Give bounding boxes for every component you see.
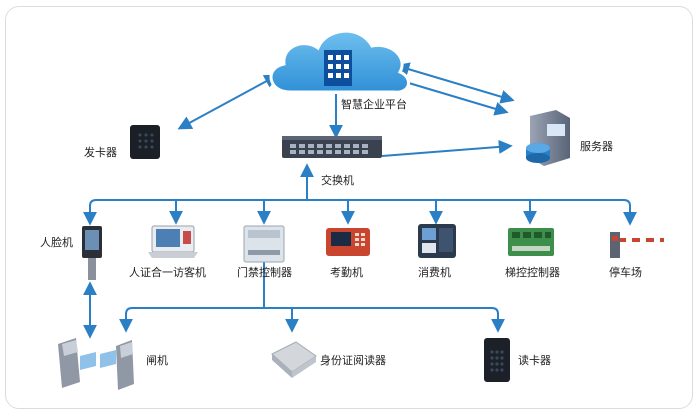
peripheral-gate: 闸机 (58, 338, 168, 390)
switch: 交换机 (282, 136, 382, 187)
device-visitor-label: 人证合一访客机 (129, 265, 206, 279)
peripheral-card-reader-label: 读卡器 (518, 353, 551, 367)
device-pos-label: 消费机 (418, 265, 451, 279)
device-visitor: 人证合一访客机 (129, 225, 206, 279)
connections (83, 62, 637, 339)
device-elevator-label: 梯控控制器 (505, 265, 560, 279)
link-cloud-server-a (395, 62, 515, 104)
device-parking: 停车场 (609, 232, 664, 279)
cloud-platform: 智慧企业平台 (269, 29, 410, 111)
id-reader-icon (271, 341, 317, 373)
link-cloud-server-b (389, 74, 509, 116)
peripheral-card-reader: 读卡器 (484, 338, 551, 382)
building-icon (324, 50, 352, 86)
peripheral-bus (119, 307, 505, 333)
device-elevator: 梯控控制器 (505, 228, 560, 279)
peripheral-gate-label: 闸机 (146, 353, 168, 367)
link-switch-server (381, 139, 513, 157)
device-parking-label: 停车场 (609, 265, 642, 279)
peripheral-id-reader-label: 身份证阅读器 (320, 353, 386, 367)
card-issuer-label: 发卡器 (84, 145, 117, 159)
device-face-label: 人脸机 (40, 235, 73, 249)
peripheral-id-reader: 身份证阅读器 (271, 341, 386, 378)
card-reader-icon (484, 338, 510, 382)
card-issuer: 发卡器 (84, 125, 160, 159)
device-bus (83, 199, 637, 226)
device-attendance: 考勤机 (326, 228, 370, 279)
link-cloud-card-issuer (177, 74, 279, 130)
device-pos: 消费机 (418, 224, 456, 279)
device-face: 人脸机 (40, 226, 102, 280)
parking-barrier-icon (610, 232, 620, 258)
platform-label: 智慧企业平台 (341, 97, 407, 111)
device-access-label: 门禁控制器 (237, 265, 292, 279)
server: 服务器 (526, 110, 613, 166)
device-access: 门禁控制器 (237, 225, 292, 279)
switch-label: 交换机 (321, 173, 354, 187)
server-label: 服务器 (580, 140, 613, 153)
device-attendance-label: 考勤机 (330, 265, 363, 279)
